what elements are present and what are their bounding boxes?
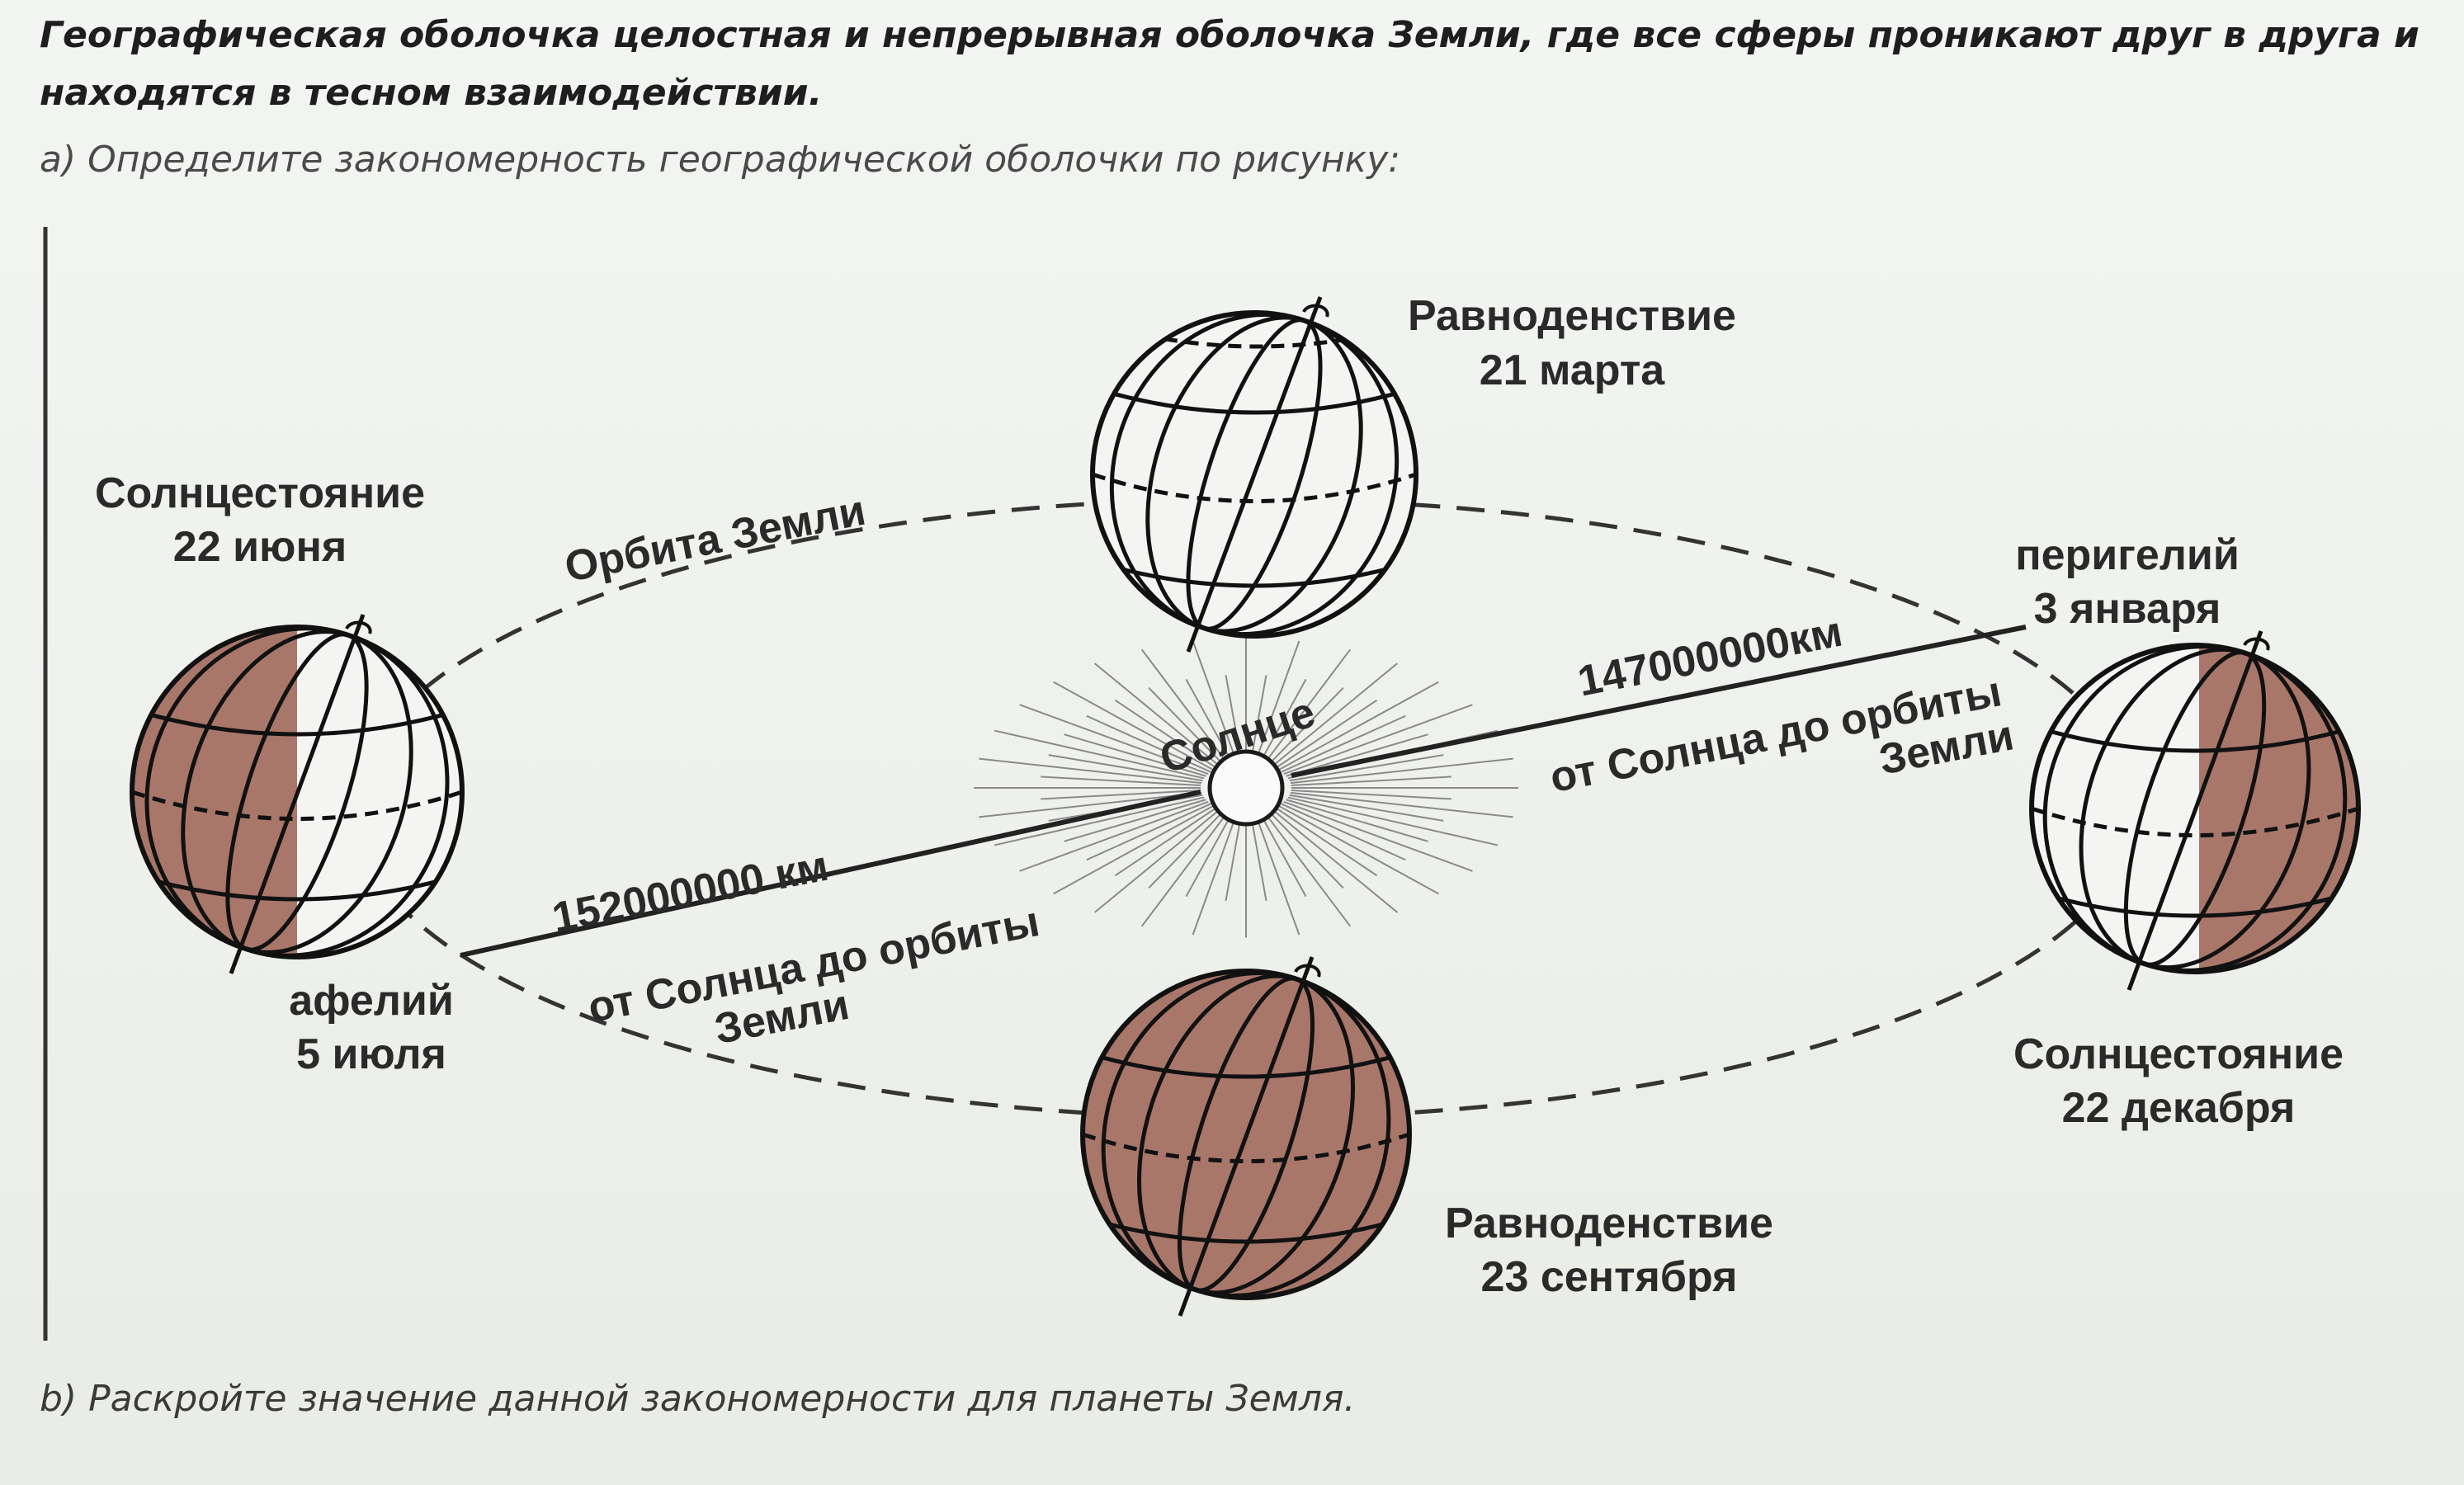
sun-ray	[1270, 662, 1398, 768]
sun-ray	[1140, 648, 1230, 766]
sun-ray	[1270, 808, 1398, 913]
sun-ray	[1281, 714, 1406, 773]
aphelion-date: 5 июля	[296, 1030, 446, 1078]
sun-ray	[1185, 811, 1234, 898]
solstice-december-date: 22 декабря	[2062, 1084, 2296, 1132]
aphelion-distance-value: 152000000 км	[549, 842, 833, 943]
perihelion-distance-line	[1291, 625, 2027, 778]
sun-ray	[1094, 662, 1222, 768]
sun-ray	[1185, 678, 1234, 765]
sun-ray	[1286, 799, 1428, 842]
sun-ray	[979, 791, 1202, 818]
sun-ray	[1041, 776, 1201, 787]
task-heading: Географическая оболочка целостная и непр…	[40, 14, 2419, 114]
sun-ray	[1253, 812, 1300, 936]
equinox-september-date: 23 сентября	[1481, 1253, 1738, 1301]
sun-ray	[1277, 681, 1439, 771]
sun-ray	[1249, 812, 1267, 902]
sun-ray	[1114, 806, 1218, 877]
sun-ray	[1277, 804, 1439, 895]
sun-ray	[1289, 754, 1444, 782]
sun-ray	[1192, 640, 1239, 764]
sun-ray	[1086, 803, 1211, 861]
sun-ray	[1267, 808, 1344, 889]
sun-ray	[1019, 800, 1209, 872]
sun-ray	[994, 796, 1205, 846]
sun-ray	[1148, 808, 1225, 889]
sun-ray	[1140, 810, 1230, 927]
sun-ray	[1053, 804, 1215, 895]
sun-ray	[1048, 754, 1203, 782]
sun-rays	[974, 638, 1518, 938]
equinox-march-title: Равноденствие	[1408, 292, 1736, 340]
question-b: b) Раскройте значение данной закономерно…	[40, 1378, 1356, 1420]
sun-ray	[1086, 714, 1211, 773]
sun-ray	[1291, 776, 1451, 787]
perihelion-title: перигелий	[2015, 531, 2240, 579]
solstice-december-title: Солнцестояние	[2013, 1030, 2344, 1078]
sun-ray	[1274, 699, 1378, 770]
sun-ray	[1148, 687, 1225, 767]
solstice-june-date: 22 июня	[173, 523, 347, 571]
sun-ray	[1064, 799, 1206, 842]
sun-ray	[1281, 803, 1406, 861]
globe-march-equinox	[1090, 296, 1418, 653]
aphelion-distance-line	[460, 790, 1201, 958]
equinox-march-date: 21 марта	[1480, 346, 1666, 394]
sun-ray	[1019, 704, 1209, 776]
sun-ray	[1258, 678, 1307, 765]
solstice-june-title: Солнцестояние	[95, 469, 425, 517]
sun-ray	[1094, 808, 1222, 913]
sun-ray	[1064, 733, 1206, 777]
sun-ray	[1253, 640, 1300, 764]
sun-ray	[1041, 789, 1201, 800]
orbit-label: Орбита Земли	[561, 487, 870, 592]
sun-ray	[1283, 704, 1473, 776]
sun-ray	[1258, 811, 1307, 898]
perihelion-date: 3 января	[2034, 585, 2221, 633]
sun-ray	[1291, 789, 1451, 800]
sun-ray	[1263, 810, 1352, 927]
globe-september-equinox	[1080, 956, 1412, 1317]
sun-ray	[1290, 757, 1513, 785]
sun-ray	[1114, 699, 1218, 770]
equinox-september-title: Равноденствие	[1445, 1200, 1773, 1247]
sun-ray	[994, 729, 1205, 780]
question-a: а) Определите закономерность географичес…	[40, 139, 1401, 181]
sun-ray	[1192, 812, 1239, 936]
sun-ray	[979, 757, 1202, 785]
sun-ray	[1267, 687, 1344, 767]
sun	[1207, 749, 1285, 827]
aphelion-title: афелий	[289, 977, 454, 1025]
sun-ray	[1053, 681, 1215, 771]
sun-ray	[1289, 794, 1444, 822]
sun-ray	[1286, 733, 1428, 777]
sun-ray	[1225, 674, 1243, 764]
sun-ray	[1263, 648, 1352, 766]
sun-ray	[1274, 806, 1378, 877]
sun-ray	[1290, 791, 1513, 818]
globe-december-solstice	[2029, 630, 2361, 991]
sun-ray	[1287, 796, 1499, 846]
sun-ray	[1225, 812, 1243, 902]
sun-ray	[1249, 674, 1267, 764]
sun-ray	[1283, 800, 1473, 872]
